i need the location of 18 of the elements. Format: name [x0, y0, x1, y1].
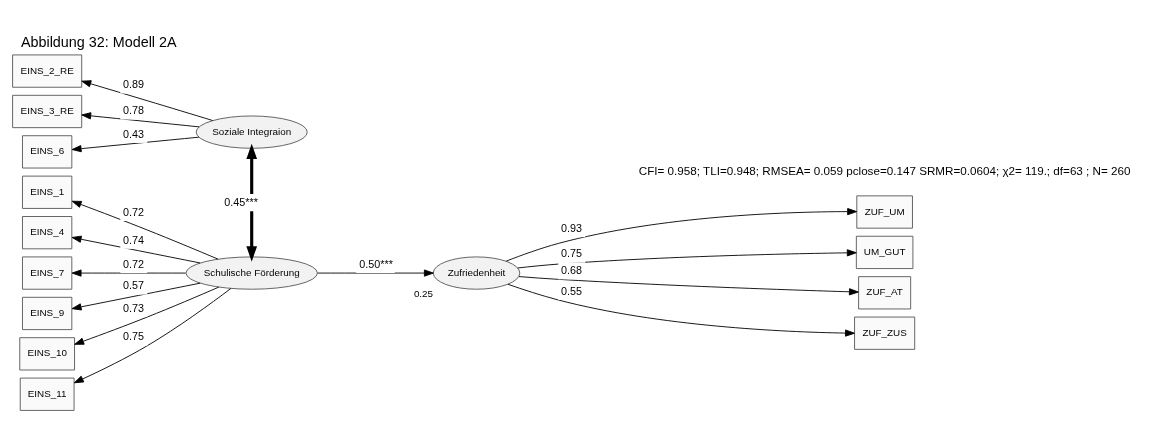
node-label: 0.25: [413, 287, 434, 299]
edge-label: 0.75: [561, 246, 582, 259]
label: CFI= 0.958; TLI=0.948; RMSEA= 0.059 pclose=0.147 SRMR=0.0604; χ2= 119.; df=63 ; N= 260: [638, 163, 1131, 177]
edge-label: 0.72: [123, 205, 144, 218]
edge-label: 0.74: [123, 233, 144, 246]
edge-label: 0.50***: [359, 257, 393, 270]
edge-label: 0.89: [123, 77, 144, 90]
edge-label: 0.57: [123, 278, 144, 291]
diagram-title: Abbildung 32: Modell 2A: [20, 33, 177, 50]
edge-label: 0.55: [561, 284, 582, 297]
edge-label: 0.43: [123, 127, 144, 140]
edge-label: 0.73: [123, 301, 144, 314]
edge-label: 0.72: [123, 257, 144, 270]
edge-label: 0.93: [561, 221, 582, 234]
edge-label: 0.45***: [224, 195, 258, 208]
edge-label: 0.78: [123, 103, 144, 116]
edge-label: 0.75: [123, 329, 144, 342]
edge-label: 0.68: [561, 263, 582, 276]
